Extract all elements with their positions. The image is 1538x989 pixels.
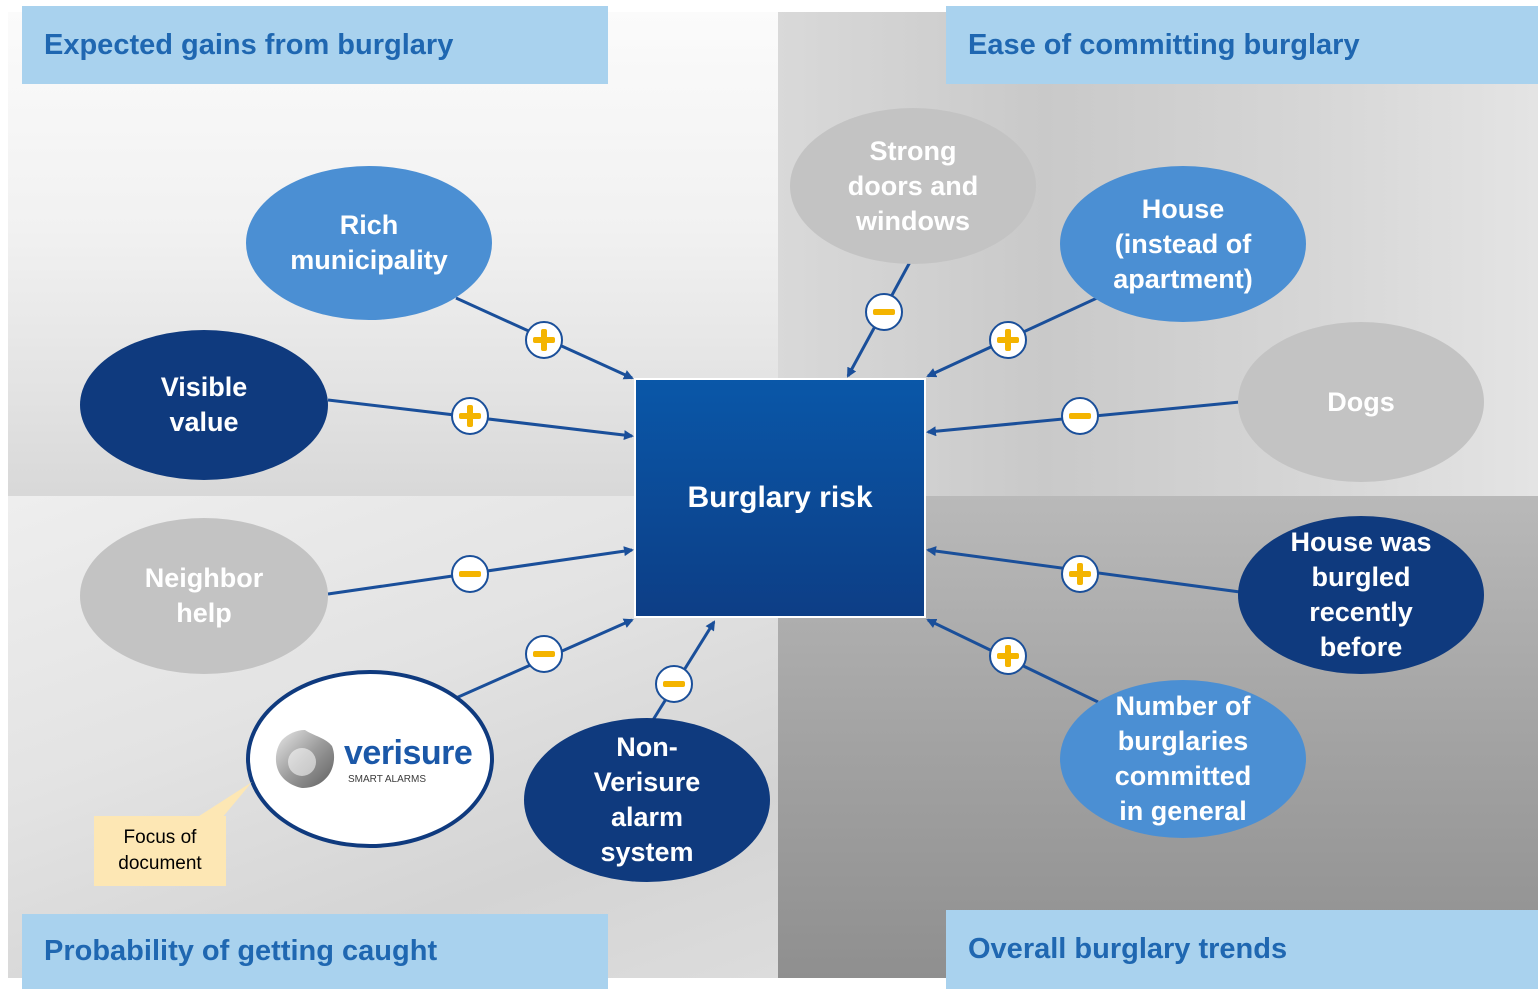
header-ease-of-committing: Ease of committing burglary	[946, 6, 1538, 84]
minus-sign-icon	[865, 293, 903, 331]
minus-sign-icon	[525, 635, 563, 673]
verisure-logo-icon	[275, 730, 335, 788]
verisure-logo-node: verisure SMART ALARMS	[246, 670, 494, 848]
plus-sign-icon	[451, 397, 489, 435]
verisure-tagline: SMART ALARMS	[348, 774, 426, 785]
factor-non-verisure-alarm: Non- Verisure alarm system	[524, 718, 770, 882]
factor-dogs: Dogs	[1238, 322, 1484, 482]
factor-visible-value: Visible value	[80, 330, 328, 480]
header-overall-trends: Overall burglary trends	[946, 910, 1538, 989]
header-probability-caught: Probability of getting caught	[22, 914, 608, 989]
focus-callout: Focus of document	[94, 816, 226, 886]
minus-sign-icon	[1061, 397, 1099, 435]
factor-house-instead-of-apartment: House (instead of apartment)	[1060, 166, 1306, 322]
factor-neighbor-help: Neighbor help	[80, 518, 328, 674]
burglary-risk-node: Burglary risk	[634, 378, 926, 618]
plus-sign-icon	[989, 321, 1027, 359]
factor-rich-municipality: Rich municipality	[246, 166, 492, 320]
header-expected-gains: Expected gains from burglary	[22, 6, 608, 84]
factor-strong-doors-windows: Strong doors and windows	[790, 108, 1036, 264]
plus-sign-icon	[989, 637, 1027, 675]
minus-sign-icon	[451, 555, 489, 593]
verisure-wordmark: verisure	[344, 734, 473, 772]
factor-burglaries-in-general: Number of burglaries committed in genera…	[1060, 680, 1306, 838]
plus-sign-icon	[1061, 555, 1099, 593]
plus-sign-icon	[525, 321, 563, 359]
factor-house-burgled-before: House was burgled recently before	[1238, 516, 1484, 674]
minus-sign-icon	[655, 665, 693, 703]
